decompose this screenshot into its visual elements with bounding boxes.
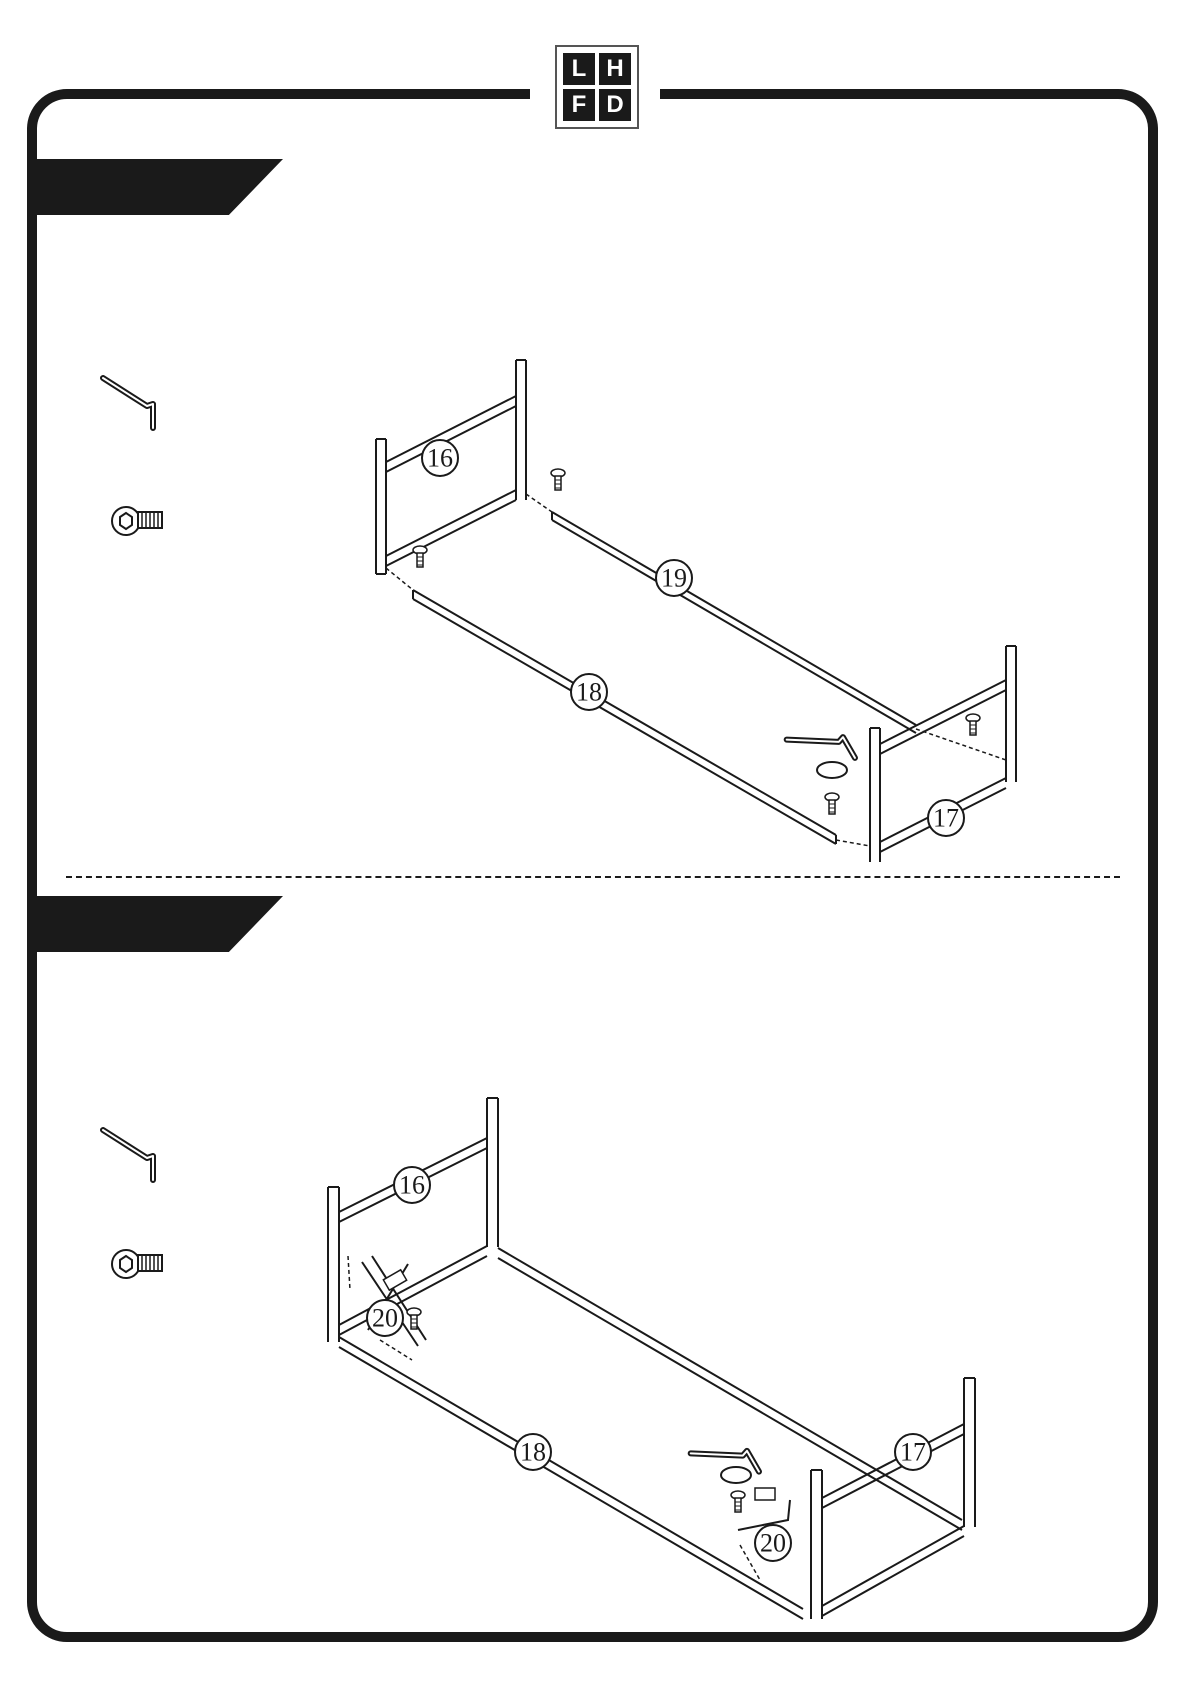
step-1-callouts: 16 19 18 17 bbox=[422, 440, 964, 836]
step-1-frame-drawing bbox=[376, 360, 1016, 862]
callout-16: 16 bbox=[422, 440, 458, 476]
callout-20-right: 20 bbox=[755, 1525, 791, 1561]
svg-text:19: 19 bbox=[661, 564, 687, 593]
step-1-tools bbox=[103, 378, 162, 535]
svg-text:20: 20 bbox=[760, 1529, 786, 1558]
svg-text:20: 20 bbox=[372, 1304, 398, 1333]
svg-text:18: 18 bbox=[520, 1438, 546, 1467]
step-2-callouts: 16 20 18 17 20 bbox=[367, 1167, 931, 1561]
callout-17: 17 bbox=[895, 1434, 931, 1470]
step-2-tools bbox=[103, 1130, 162, 1278]
allen-key-icon bbox=[103, 1130, 153, 1180]
svg-text:16: 16 bbox=[427, 444, 453, 473]
callout-16: 16 bbox=[394, 1167, 430, 1203]
allen-key-icon bbox=[103, 378, 153, 428]
callout-17: 17 bbox=[928, 800, 964, 836]
svg-text:17: 17 bbox=[933, 804, 959, 833]
callout-19: 19 bbox=[656, 560, 692, 596]
hex-bolt-icon bbox=[112, 1250, 162, 1278]
hex-bolt-icon bbox=[112, 507, 162, 535]
callout-18: 18 bbox=[571, 674, 607, 710]
svg-text:16: 16 bbox=[399, 1171, 425, 1200]
callout-18: 18 bbox=[515, 1434, 551, 1470]
svg-text:17: 17 bbox=[900, 1438, 926, 1467]
callout-20-left: 20 bbox=[367, 1300, 403, 1336]
svg-text:18: 18 bbox=[576, 678, 602, 707]
